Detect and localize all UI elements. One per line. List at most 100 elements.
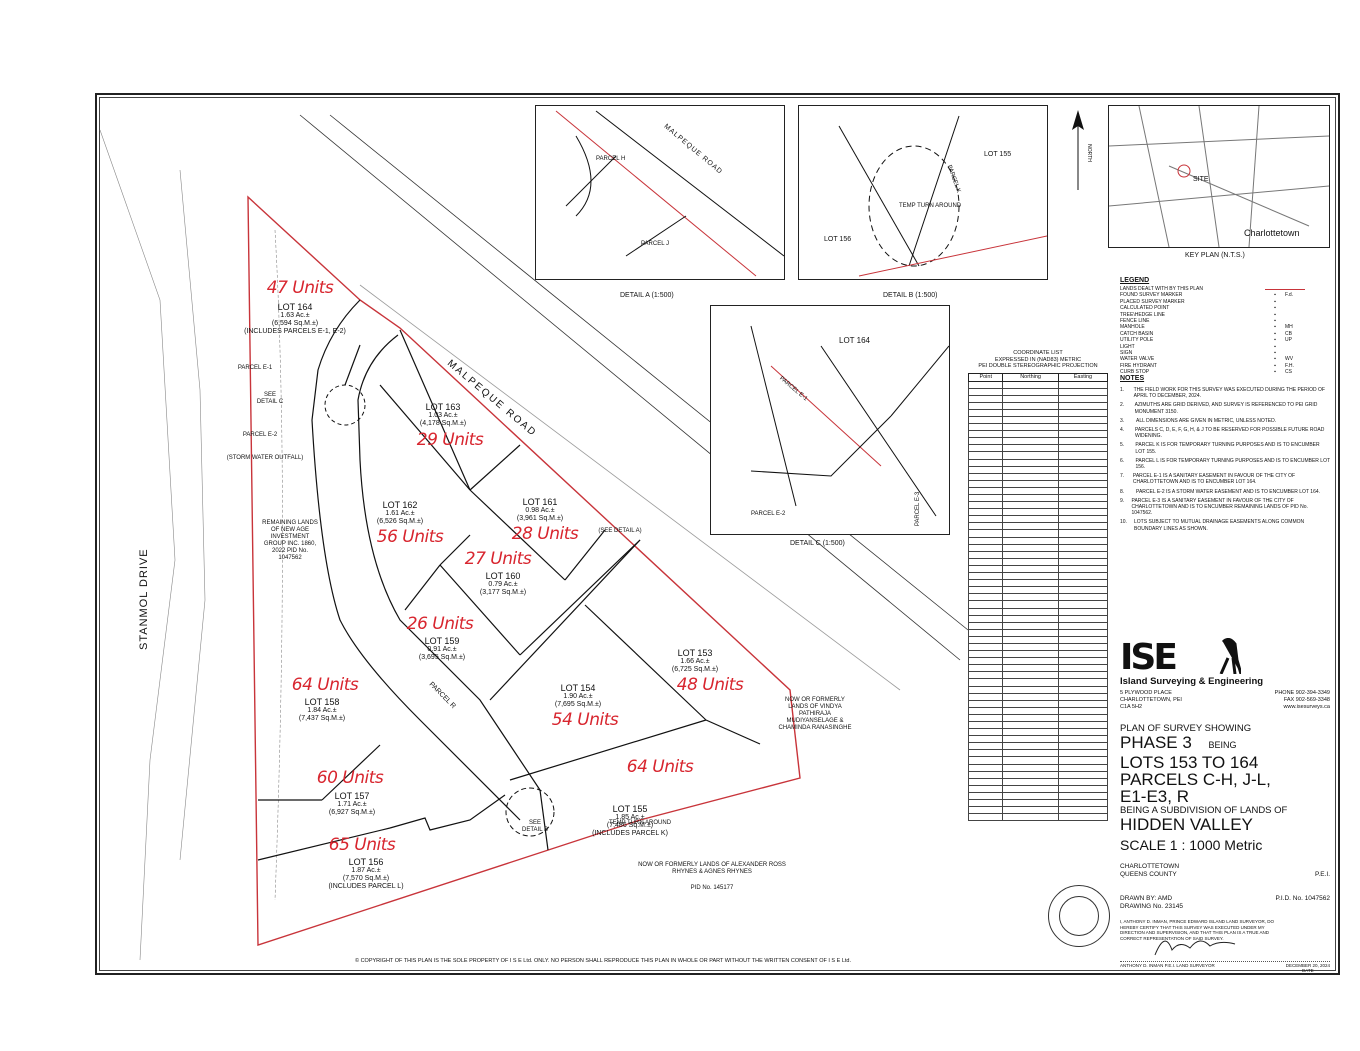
coordinate-cell <box>967 770 1004 779</box>
coordinate-cell <box>967 586 1004 595</box>
coordinate-row <box>967 692 1109 701</box>
parcel-r-west-edge <box>311 299 521 821</box>
lot-area: (7,486 Sq.M.±) <box>606 822 654 829</box>
lot-area: (7,570 Sq.M.±) <box>342 875 390 882</box>
site-marker-icon <box>1177 164 1191 178</box>
lot-acres: 0.98 Ac.± <box>525 507 555 514</box>
coordinate-cell <box>1002 593 1059 602</box>
company-fax: FAX 902-569-3348 <box>1283 697 1330 703</box>
lot-area: (6,927 Sq.M.±) <box>328 809 376 816</box>
location-city: CHARLOTTETOWN <box>1120 863 1180 870</box>
coordinate-cell <box>1002 664 1059 673</box>
coordinate-cell <box>1002 614 1059 623</box>
legend-label: FIRE HYDRANT <box>1120 362 1157 369</box>
legend-symbol-icon: ▪ <box>1274 324 1276 331</box>
coordinate-cell <box>1057 522 1109 531</box>
legend-symbol-icon: ▪ <box>1274 330 1276 337</box>
lot-label: LOT 161 <box>522 497 558 507</box>
coordinate-cell <box>1002 486 1059 496</box>
coordinate-cell <box>967 479 1004 488</box>
lot-line <box>469 489 566 581</box>
coordinate-cell <box>1057 813 1109 822</box>
coordinate-cell <box>1057 430 1109 439</box>
coordinate-cell <box>967 437 1004 446</box>
coordinate-cell <box>1002 728 1059 737</box>
coordinate-cell <box>967 607 1004 616</box>
legend-label: LIGHT <box>1120 343 1135 350</box>
coordinate-cell <box>1057 437 1109 446</box>
coordinate-cell <box>967 635 1004 644</box>
parcel-r-east-edge <box>357 334 549 851</box>
note-text: PARCEL K IS FOR TEMPORARY TURNING PURPOS… <box>1135 442 1320 455</box>
legend-symbol-icon: ▪ <box>1274 292 1276 299</box>
legend-label: WATER VALVE <box>1120 356 1155 363</box>
coordinate-row <box>967 458 1109 467</box>
coordinate-row <box>967 586 1109 595</box>
drawing-frame <box>95 93 1340 975</box>
legend-label: MANHOLE <box>1120 324 1145 331</box>
lot-acres: 0.79 Ac.± <box>488 581 518 588</box>
adjacent-lot-line <box>179 169 206 861</box>
coordinate-row <box>967 593 1109 602</box>
detail-a-title: DETAIL A (1:500) <box>620 292 674 299</box>
coordinate-row <box>967 387 1109 396</box>
coordinate-row <box>967 564 1109 574</box>
coordinate-row <box>967 777 1109 786</box>
coordinate-cell <box>1057 621 1109 630</box>
coordinate-cell <box>1057 564 1109 574</box>
coordinate-cell <box>1057 458 1109 467</box>
lot-line <box>389 794 506 831</box>
legend-symbol-icon: ▪ <box>1274 350 1276 357</box>
coordinate-row <box>967 515 1109 524</box>
coordinate-cell <box>1057 763 1109 772</box>
column-northing: Northing <box>1002 372 1059 382</box>
coordinate-cell <box>1057 600 1109 609</box>
coordinate-cell <box>1057 493 1109 503</box>
coordinate-cell <box>1002 671 1059 680</box>
legend-item: CURB STOP▪CS <box>1120 369 1330 375</box>
coordinate-cell <box>967 501 1004 510</box>
plan-lots: LOTS 153 TO 164 <box>1120 753 1259 772</box>
stream-line <box>274 229 283 901</box>
legend-item: SIGN▪ <box>1120 350 1330 356</box>
coordinate-cell <box>1057 465 1109 474</box>
legend-symbol-icon: ▪ <box>1274 362 1276 369</box>
legend-label: FOUND SURVEY MARKER <box>1120 292 1183 299</box>
note-item: 5.PARCEL K IS FOR TEMPORARY TURNING PURP… <box>1120 442 1330 454</box>
lot-area: (4,178 Sq.M.±) <box>419 420 467 427</box>
lot-note: (INCLUDES PARCELS E-1, E-2) <box>244 328 346 335</box>
coordinate-row <box>967 607 1109 616</box>
coordinate-cell <box>967 777 1004 786</box>
coordinate-cell <box>967 593 1004 602</box>
legend-symbol-code: F.d. <box>1285 292 1294 299</box>
lot-label: LOT 160 <box>485 571 521 581</box>
road-edge <box>299 114 961 661</box>
see-detail-a-label: (SEE DETAIL A) <box>598 528 642 534</box>
coordinate-cell <box>1002 706 1059 715</box>
coordinate-row <box>967 699 1109 708</box>
coordinate-cell <box>967 536 1004 545</box>
legend-symbol-icon <box>1265 286 1305 292</box>
storm-outfall-label: (STORM WATER OUTFALL) <box>226 455 304 461</box>
legend-item: UTILITY POLE▪UP <box>1120 337 1330 343</box>
lot-acres: 1.63 Ac.± <box>280 312 310 319</box>
plan-name: HIDDEN VALLEY <box>1120 815 1253 834</box>
legend-symbol-icon: ▪ <box>1274 311 1276 318</box>
detail-a-box: PARCEL H PARCEL J MALPEQUE ROAD <box>535 105 785 280</box>
coordinate-cell <box>1002 564 1059 574</box>
coordinate-cell <box>1002 763 1059 772</box>
survey-plan-drawing <box>99 114 969 961</box>
detail-a-parcel-h: PARCEL H <box>596 156 626 162</box>
coordinate-row <box>967 415 1109 425</box>
coordinate-row <box>967 728 1109 737</box>
coordinate-row <box>967 799 1109 808</box>
coordinate-cell <box>967 621 1004 630</box>
surveyor-certification: I, ANTHONY D. INMAN, PRINCE EDWARD ISLAN… <box>1120 919 1274 941</box>
legend-item: FENCE LINE▪ <box>1120 318 1330 324</box>
note-text: PARCEL E-2 IS A STORM WATER EASEMENT AND… <box>1136 488 1321 495</box>
coordinate-cell <box>967 486 1004 496</box>
lot-line <box>257 827 391 861</box>
